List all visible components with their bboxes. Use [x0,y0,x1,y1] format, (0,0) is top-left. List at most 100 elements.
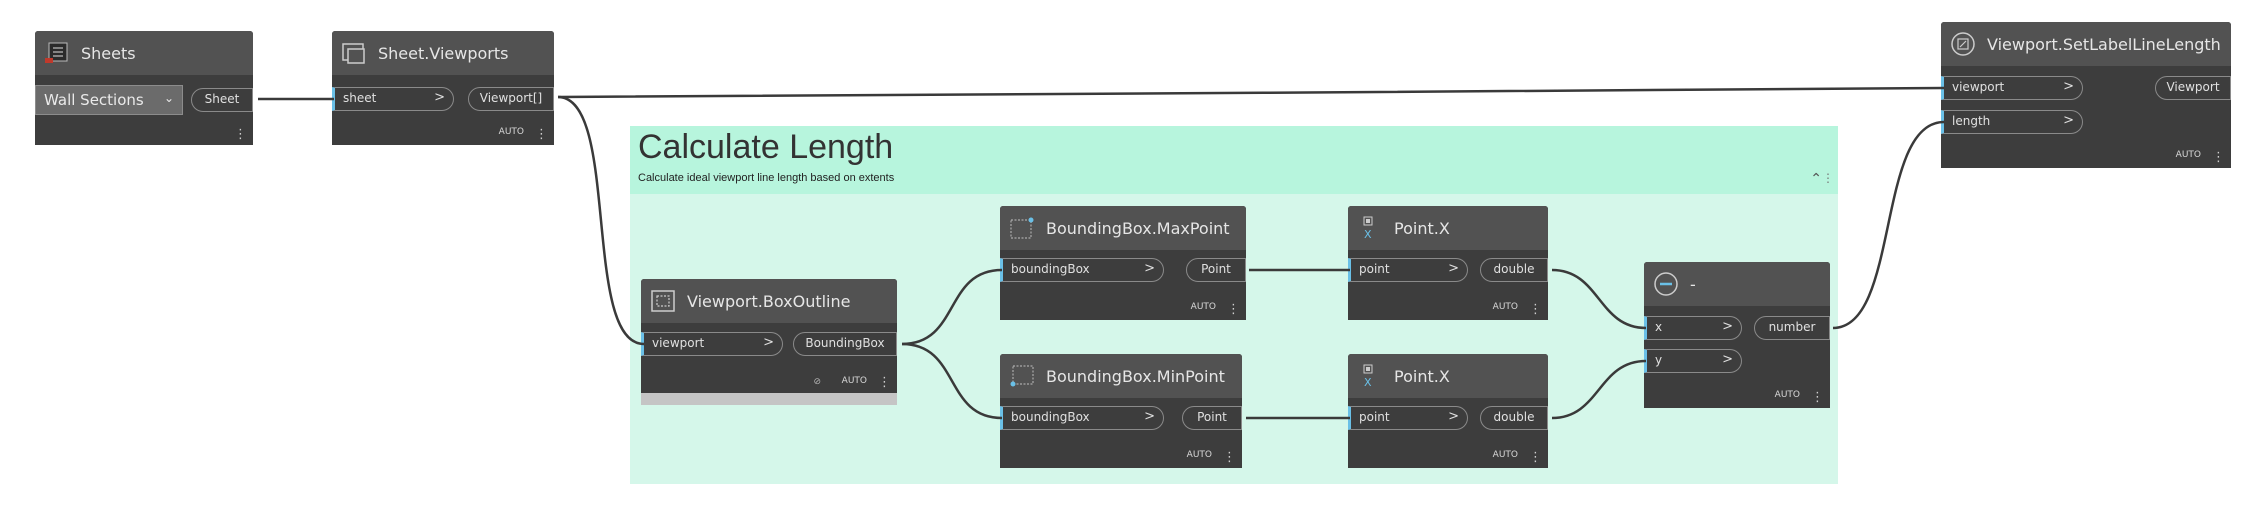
viewports-icon [340,40,368,66]
chevron-right-icon: > [1448,261,1459,276]
node-title: Point.X [1394,219,1450,238]
input-port-point[interactable]: point > [1348,258,1468,282]
wire-viewports-to-setlabel [557,86,1945,99]
output-port-number[interactable]: number [1754,316,1830,340]
node-title: Sheet.Viewports [378,44,509,63]
node-sheet-viewports[interactable]: Sheet.Viewports sheet > Viewport[] AUTO … [332,31,554,145]
chevron-right-icon: > [2063,79,2074,94]
lacing-label[interactable]: AUTO [1186,450,1212,460]
node-title: Viewport.BoxOutline [687,292,851,311]
node-subtract[interactable]: - x > y > number AUTO ⋮ [1644,262,1830,408]
input-port-boundingbox[interactable]: boundingBox > [1000,258,1164,282]
output-port-viewports[interactable]: Viewport[] [468,87,554,111]
output-port-boundingbox[interactable]: BoundingBox [793,332,897,356]
bounding-box-icon [1008,363,1036,389]
port-label: BoundingBox [805,336,885,350]
lacing-label[interactable]: AUTO [2175,150,2201,160]
output-port-point[interactable]: Point [1186,258,1246,282]
box-outline-icon [649,288,677,314]
port-label: y [1655,353,1663,367]
node-header[interactable]: - [1644,262,1830,306]
chevron-up-icon[interactable]: ⌃ [1810,171,1822,187]
input-port-sheet[interactable]: sheet > [332,87,454,111]
node-more-icon[interactable]: ⋮ [1529,302,1542,317]
node-more-icon[interactable]: ⋮ [535,127,548,142]
progress-bar [641,393,897,405]
port-label: Point [1197,410,1227,424]
lacing-label[interactable]: AUTO [498,127,524,137]
node-sheets[interactable]: Sheets Wall Sections ⌄ Sheet ⋮ [35,31,253,145]
group-more-icon[interactable]: ⋮ [1822,171,1834,185]
port-label: Sheet [204,92,240,106]
output-port-viewport[interactable]: Viewport [2155,76,2231,100]
node-boundingbox-minpoint[interactable]: BoundingBox.MinPoint boundingBox > Point… [1000,354,1242,468]
port-label: boundingBox [1011,410,1090,424]
node-header[interactable]: Sheet.Viewports [332,31,554,75]
port-label: boundingBox [1011,262,1090,276]
input-port-x[interactable]: x > [1644,316,1742,340]
sheets-icon [43,40,71,66]
node-header[interactable]: Viewport.SetLabelLineLength [1941,22,2231,66]
node-boundingbox-maxpoint[interactable]: BoundingBox.MaxPoint boundingBox > Point… [1000,206,1246,320]
point-x-icon: X [1356,215,1384,241]
node-more-icon[interactable]: ⋮ [234,127,247,142]
bounding-box-icon [1008,215,1036,241]
lacing-label[interactable]: AUTO [1190,302,1216,312]
lacing-label[interactable]: AUTO [1492,302,1518,312]
input-port-viewport[interactable]: viewport > [1941,76,2083,100]
group-title: Calculate Length [638,128,894,166]
port-label: length [1952,114,1991,128]
lacing-label[interactable]: AUTO [841,376,867,386]
node-header[interactable]: BoundingBox.MinPoint [1000,354,1242,398]
node-title: Point.X [1394,367,1450,386]
node-viewport-boxoutline[interactable]: Viewport.BoxOutline viewport > BoundingB… [641,279,897,405]
node-more-icon[interactable]: ⋮ [878,375,891,390]
minus-icon [1652,271,1680,297]
sheet-dropdown[interactable]: Wall Sections ⌄ [35,85,183,115]
output-port-double[interactable]: double [1480,406,1548,430]
chevron-right-icon: > [763,335,774,350]
node-header[interactable]: Sheets [35,31,253,75]
node-header[interactable]: BoundingBox.MaxPoint [1000,206,1246,250]
chevron-right-icon: > [1144,261,1155,276]
group-header[interactable]: Calculate Length Calculate ideal viewpor… [630,126,1838,194]
node-viewport-setlabellinelength[interactable]: Viewport.SetLabelLineLength viewport > l… [1941,22,2231,168]
node-header[interactable]: X Point.X [1348,354,1548,398]
output-port-double[interactable]: double [1480,258,1548,282]
node-more-icon[interactable]: ⋮ [1227,302,1240,317]
input-port-y[interactable]: y > [1644,349,1742,373]
output-port-sheet[interactable]: Sheet [191,88,253,112]
dropdown-selected-value: Wall Sections [44,91,144,109]
node-header[interactable]: Viewport.BoxOutline [641,279,897,323]
input-port-viewport[interactable]: viewport > [641,332,783,356]
set-label-icon [1949,31,1977,57]
chevron-right-icon: > [434,90,445,105]
node-more-icon[interactable]: ⋮ [1529,450,1542,465]
node-title: BoundingBox.MinPoint [1046,367,1225,386]
node-point-x-top[interactable]: X Point.X point > double AUTO ⋮ [1348,206,1548,320]
node-more-icon[interactable]: ⋮ [2212,150,2225,165]
node-point-x-bottom[interactable]: X Point.X point > double AUTO ⋮ [1348,354,1548,468]
freeze-icon[interactable]: ⊘ [813,377,821,387]
port-label: x [1655,320,1663,334]
point-x-icon: X [1356,363,1384,389]
input-port-boundingbox[interactable]: boundingBox > [1000,406,1164,430]
chevron-right-icon: > [1722,319,1733,334]
node-title: - [1690,275,1696,294]
node-title: BoundingBox.MaxPoint [1046,219,1230,238]
port-label: Point [1201,262,1231,276]
node-more-icon[interactable]: ⋮ [1223,450,1236,465]
port-label: point [1359,410,1390,424]
input-port-length[interactable]: length > [1941,110,2083,134]
node-header[interactable]: X Point.X [1348,206,1548,250]
lacing-label[interactable]: AUTO [1774,390,1800,400]
svg-text:X: X [1364,376,1372,389]
input-port-point[interactable]: point > [1348,406,1468,430]
group-description: Calculate ideal viewport line length bas… [638,172,895,184]
port-label: Viewport[] [479,91,543,105]
chevron-right-icon: > [2063,113,2074,128]
lacing-label[interactable]: AUTO [1492,450,1518,460]
node-more-icon[interactable]: ⋮ [1811,390,1824,405]
port-label: Viewport [2166,80,2220,94]
output-port-point[interactable]: Point [1182,406,1242,430]
